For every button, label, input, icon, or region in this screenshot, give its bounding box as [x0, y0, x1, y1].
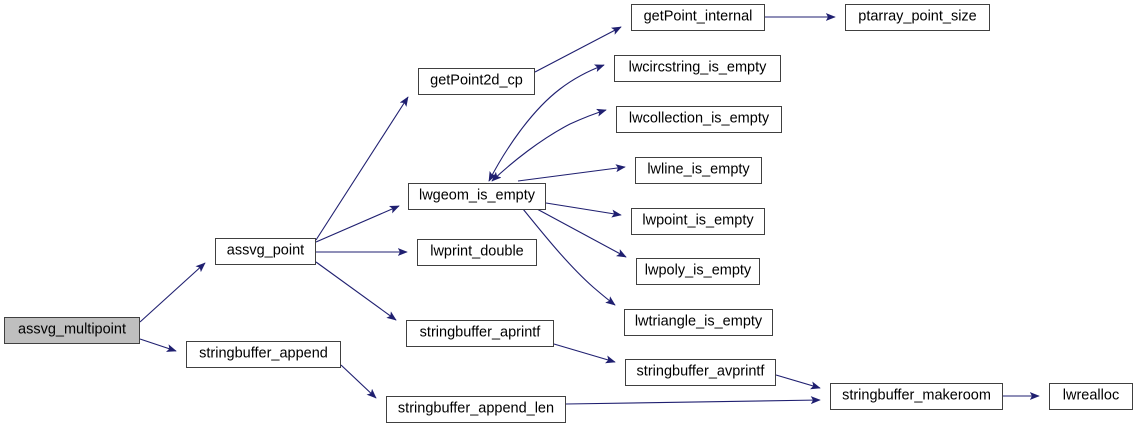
node-label: stringbuffer_aprintf — [419, 324, 541, 341]
node-label: lwcollection_is_empty — [628, 110, 770, 127]
call-edge-lwgeom_is_empty-to-lwpoly_is_empty — [536, 208, 627, 258]
node-label: lwtriangle_is_empty — [634, 313, 763, 330]
node-label: lwline_is_empty — [647, 161, 750, 178]
call-edge-stringbuffer_append-to-stringbuffer_append_len — [340, 364, 377, 399]
call-graph-node-assvg_point[interactable]: assvg_point — [215, 238, 316, 265]
call-edge-assvg_point-to-lwgeom_is_empty — [315, 205, 400, 243]
call-edge-lwgeom_is_empty-to-lwcollection_is_empty — [491, 108, 607, 182]
call-graph-node-lwline_is_empty[interactable]: lwline_is_empty — [635, 157, 762, 184]
node-label: lwgeom_is_empty — [418, 187, 536, 204]
call-graph-node-stringbuffer_append[interactable]: stringbuffer_append — [186, 341, 341, 368]
call-edge-getPoint2d_cp-to-getPoint_internal — [534, 26, 622, 73]
call-edge-stringbuffer_aprintf-to-stringbuffer_avprintf — [553, 343, 616, 364]
call-graph-node-stringbuffer_aprintf[interactable]: stringbuffer_aprintf — [406, 320, 554, 347]
call-edge-lwgeom_is_empty-to-lwpoint_is_empty — [545, 202, 622, 218]
call-graph-node-stringbuffer_avprintf[interactable]: stringbuffer_avprintf — [625, 359, 776, 386]
call-edge-lwgeom_is_empty-to-lwtriangle_is_empty — [522, 208, 616, 306]
node-label: assvg_point — [226, 242, 305, 259]
call-graph-node-getPoint_internal[interactable]: getPoint_internal — [631, 4, 765, 31]
node-label: stringbuffer_avprintf — [636, 363, 765, 380]
node-label: lwrealloc — [1062, 387, 1120, 404]
call-edge-assvg_point-to-stringbuffer_aprintf — [315, 261, 397, 321]
node-label: lwpoly_is_empty — [644, 262, 752, 279]
call-graph-node-stringbuffer_makeroom[interactable]: stringbuffer_makeroom — [830, 383, 1003, 410]
node-label: lwpoint_is_empty — [642, 212, 754, 229]
call-graph-node-ptarray_point_size[interactable]: ptarray_point_size — [845, 4, 990, 31]
call-edge-assvg_multipoint-to-stringbuffer_append — [139, 338, 177, 352]
call-edge-stringbuffer_avprintf-to-stringbuffer_makeroom — [775, 374, 821, 390]
call-graph-node-lwprint_double[interactable]: lwprint_double — [417, 239, 537, 266]
node-label: lwcircstring_is_empty — [628, 59, 767, 76]
call-graph-node-stringbuffer_append_len[interactable]: stringbuffer_append_len — [386, 396, 566, 423]
call-edge-assvg_point-to-getPoint2d_cp — [315, 96, 409, 241]
node-label: getPoint_internal — [643, 8, 753, 25]
call-edge-stringbuffer_append_len-to-stringbuffer_makeroom — [565, 396, 821, 405]
call-graph-node-lwgeom_is_empty[interactable]: lwgeom_is_empty — [408, 183, 546, 210]
call-graph-node-lwcircstring_is_empty[interactable]: lwcircstring_is_empty — [614, 55, 781, 82]
call-graph-node-getPoint2d_cp[interactable]: getPoint2d_cp — [418, 68, 535, 95]
call-graph-node-lwpoint_is_empty[interactable]: lwpoint_is_empty — [631, 208, 765, 235]
call-graph-node-lwpoly_is_empty[interactable]: lwpoly_is_empty — [636, 258, 760, 285]
node-label: lwprint_double — [430, 243, 524, 260]
call-graph-node-lwcollection_is_empty[interactable]: lwcollection_is_empty — [616, 106, 782, 133]
node-label: stringbuffer_makeroom — [842, 387, 991, 404]
call-graph-node-lwrealloc[interactable]: lwrealloc — [1049, 383, 1133, 410]
node-label: stringbuffer_append_len — [397, 400, 555, 417]
call-graph-node-assvg_multipoint[interactable]: assvg_multipoint — [4, 317, 140, 344]
call-graph-node-lwtriangle_is_empty[interactable]: lwtriangle_is_empty — [624, 309, 773, 336]
node-label: assvg_multipoint — [18, 321, 126, 338]
call-edge-lwgeom_is_empty-to-lwline_is_empty — [517, 164, 626, 182]
node-label: stringbuffer_append — [199, 345, 328, 362]
call-edge-assvg_multipoint-to-assvg_point — [139, 262, 206, 323]
node-label: ptarray_point_size — [858, 8, 977, 25]
node-label: getPoint2d_cp — [430, 72, 523, 89]
